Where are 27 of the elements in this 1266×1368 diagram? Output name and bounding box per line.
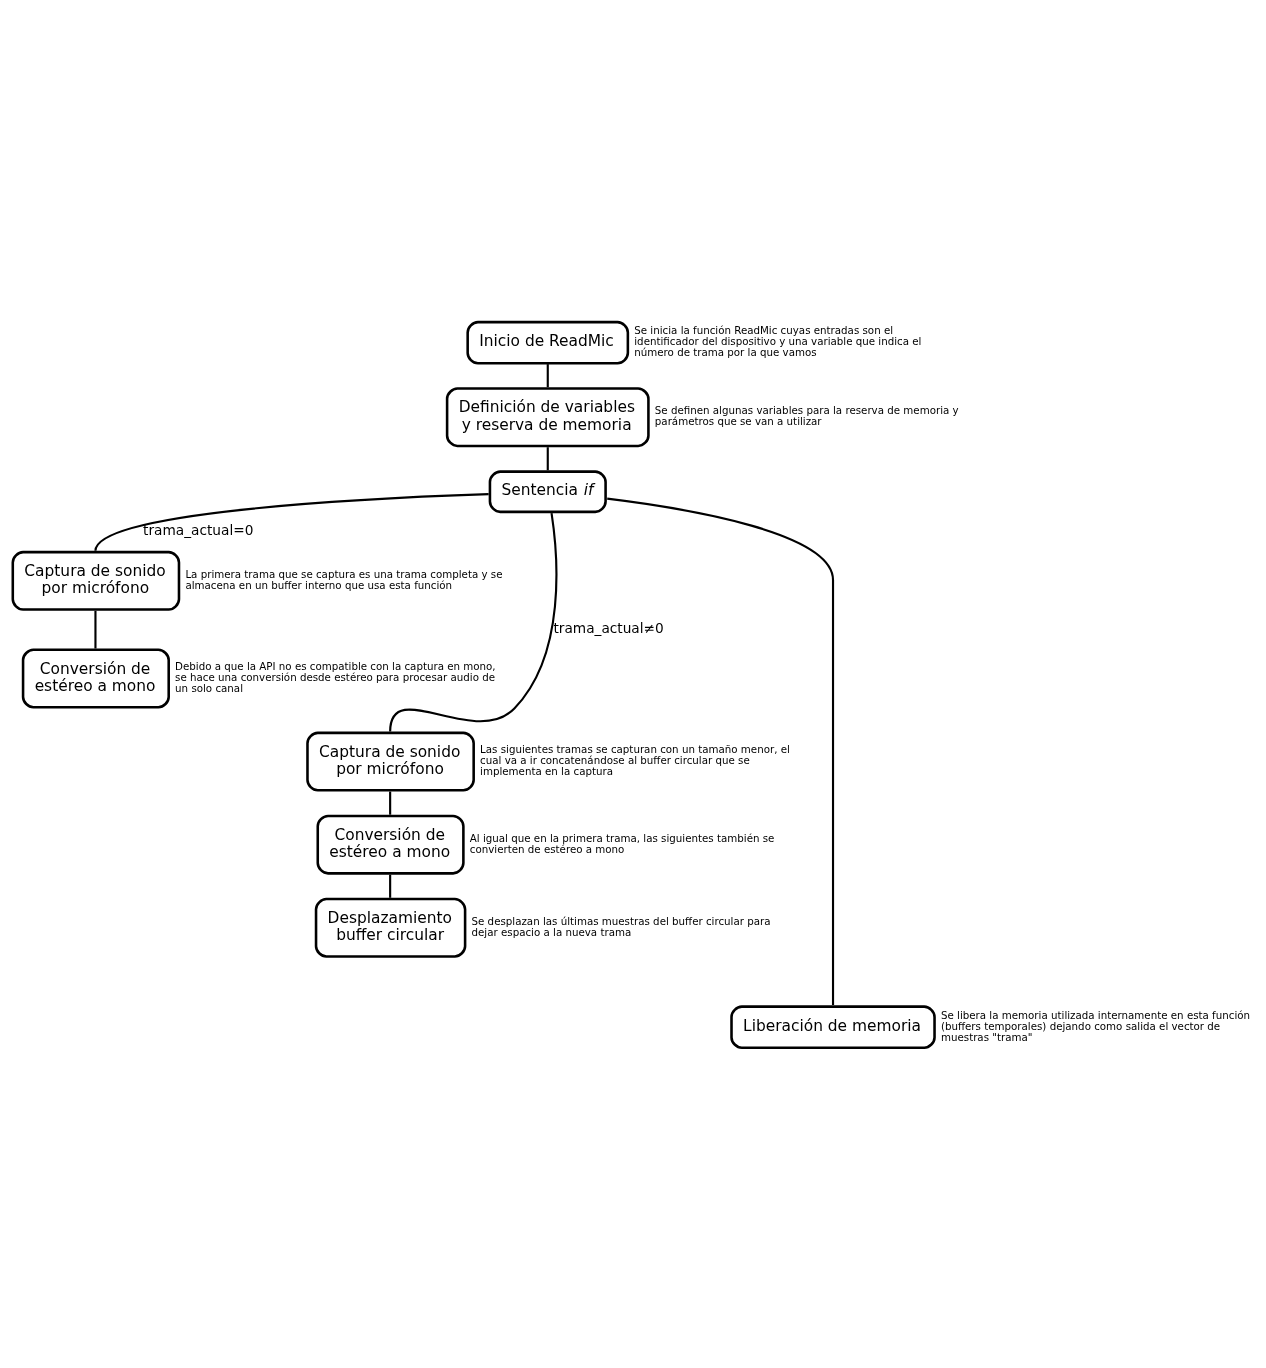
connector <box>94 610 97 648</box>
connector <box>607 497 835 1005</box>
node-label: Al igual que en la primera trama, las siguientes también se convierten de estéreo a mono <box>469 831 775 855</box>
node-box: Captura de sonido por micrófono <box>306 731 475 792</box>
node-label: Se inicia la función ReadMic cuyas entradas son el identificador del dispositivo y una variable que indica el número de trama por la que vamos <box>634 323 922 358</box>
connector <box>546 446 549 470</box>
node-box: Conversión de estéreo a mono <box>316 814 465 875</box>
node-box: Conversión de estéreo a mono <box>21 648 170 708</box>
edge-label: trama_actual≠0 <box>553 619 664 636</box>
edge-label: trama_actual=0 <box>143 521 254 538</box>
node-box: Definición de variables y reserva de memoria <box>445 386 650 447</box>
connector <box>389 512 558 732</box>
node-label: Las siguientes tramas se capturan con un tamaño menor, el cual va a ir concatenándose al buffer circular que se implementa en la captura <box>480 742 790 777</box>
node-label: Se libera la memoria utilizada internamente en esta función (buffers temporales) dejando como salida el vector de muestras "trama" <box>940 1008 1251 1043</box>
node-box: Desplazamiento buffer circular <box>314 897 467 958</box>
node-label: La primera trama que se captura es una trama completa y se almacena en un buffer interno que usa esta función <box>185 567 503 591</box>
connector <box>389 874 392 898</box>
node-label: Se definen algunas variables para la reserva de memoria y parámetros que se van a utilizar <box>654 403 959 427</box>
node-box: Captura de sonido por micrófono <box>11 550 181 611</box>
node-box: Liberación de memoria <box>730 1004 936 1049</box>
node-box: Inicio de ReadMic <box>466 320 630 365</box>
connector <box>546 363 549 387</box>
node-label: Debido a que la API no es compatible con la captura en mono, se hace una conversión desde estéreo para procesar audio de un solo canal <box>175 659 496 694</box>
node-box: Sentencia if <box>488 469 607 513</box>
connector <box>389 791 392 815</box>
connector <box>94 492 489 551</box>
node-label: Se desplazan las últimas muestras del buffer circular para dejar espacio a la nueva trama <box>471 914 771 938</box>
